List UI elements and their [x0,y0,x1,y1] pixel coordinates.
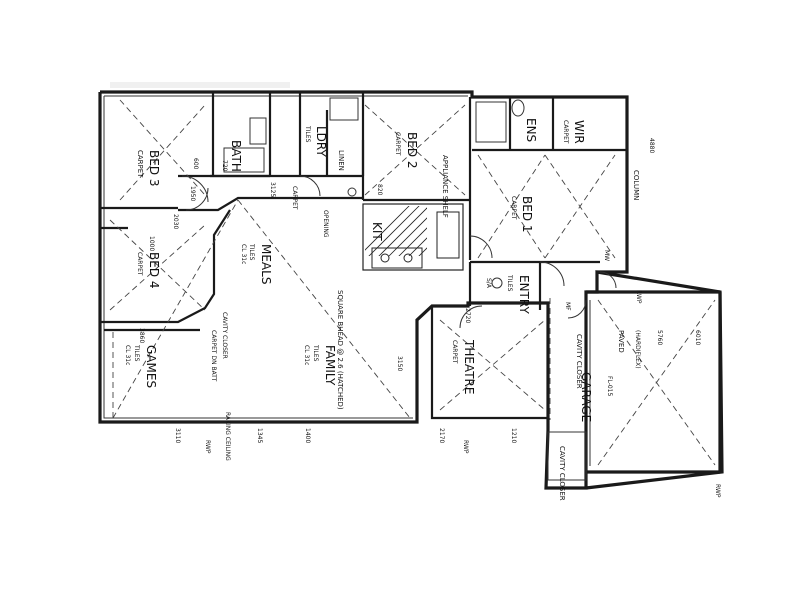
appliance-shelf-label: APPLIANCE SHELF [441,155,449,218]
room-bed1: BED 1 [520,196,534,233]
dim-4880: 4880 [648,138,655,153]
column-label: COLUMN [632,170,640,200]
dim-820: 820 [376,184,383,196]
rwp-marker-3: RWP [714,484,721,498]
cavity-closer-1: CAVITY CLOSER [558,446,566,501]
fixtures [181,97,617,481]
mf-label: MF [564,302,571,311]
kitchen-hatch [365,206,460,269]
markers: RWP RWP RWP RWP S/A [204,278,721,498]
room-bed1-finish: CARPET [510,196,517,220]
dim-1000: 1000 [148,236,155,251]
room-kit: KIT [370,222,384,241]
square-bulkhead-label: SQUARE BHEAD @ 2.6 (HATCHED) [336,290,344,410]
dim-1345: 1345 [256,428,263,443]
garage-floor-label: FL-015 [606,376,613,396]
rwp-marker-2: RWP [462,440,469,454]
rwp-marker-4: RWP [635,290,642,304]
dim-6010: 6010 [694,330,701,345]
room-family-finish: TILES [312,344,319,362]
room-bed3: BED 3 [147,150,161,187]
room-entry: ENTRY [517,275,531,314]
room-labels: BED 3 CARPET BATH LDRY TILES LINEN BED 2… [124,118,641,501]
cavity-closer-2: CAVITY CLOSER [575,334,583,389]
dim-1950: 1950 [189,186,196,201]
dim-1400: 1400 [304,428,311,443]
room-ldry: LDRY [314,126,328,157]
room-ens: ENS [524,118,538,142]
room-bed4: BED 4 [147,252,161,289]
dim-720: 720 [221,160,228,172]
room-family: FAMILY [323,345,337,386]
dim-2170: 2170 [438,428,445,443]
room-bed3-finish: CARPET [136,150,144,178]
sa-marker: S/A [485,278,492,289]
mw-label: MW [603,250,610,261]
room-meals-ceiling: CL 31c [240,244,247,264]
dim-1210: 1210 [510,428,517,443]
room-games: GAMES [144,345,158,388]
dimensions: 3125 1950 1000 3860 2720 820 720 3150 60… [138,138,701,443]
room-bed4-finish: CARPET [136,252,143,276]
opening-label: OPENING [322,210,329,238]
room-meals-finish: TILES [248,243,255,261]
room-bath: BATH [229,140,243,172]
room-theatre: THEATRE [462,339,476,394]
dim-600: 600 [192,158,199,170]
room-wir-finish: CARPET [562,120,569,144]
dim-2030: 2030 [172,214,179,229]
room-theatre-finish: CARPET [451,340,458,364]
room-family-ceiling: CL 31c [303,345,310,365]
room-bed2: BED 2 [405,132,419,169]
dim-3125: 3125 [269,182,276,197]
room-ldry-finish: TILES [304,125,311,143]
dim-3150: 3150 [396,356,403,371]
room-entry-finish: TILES [506,274,513,292]
rwp-marker-1: RWP [204,440,211,454]
dim-5760: 5760 [656,330,663,345]
room-garage: GARAGE [579,372,593,422]
dim-3860: 3860 [138,328,145,343]
paved-label: PAVED [617,330,625,353]
linen-label: LINEN [337,150,345,171]
carpet-wall-label: CARPET [291,186,298,210]
room-bed2-finish: CARPET [394,132,401,156]
scan-artifact [110,82,290,88]
room-meals: MEALS [259,244,273,284]
room-games-finish: TILES [133,344,140,362]
cavity-closer-3: CAVITY CLOSER [221,312,228,359]
games-note-label: CARPET DN BATT [210,330,217,382]
hardiflex-label: (HARDIFLEX) [634,330,641,369]
interior-walls [100,92,627,420]
dim-3110: 3110 [174,428,181,443]
room-wir: WIR [572,120,586,144]
raking-ceiling-label: RAKING CEILING [224,412,231,461]
dim-2720: 2720 [464,308,471,323]
room-games-ceiling: CL 31c [124,345,131,365]
ceiling-lines [109,99,716,466]
